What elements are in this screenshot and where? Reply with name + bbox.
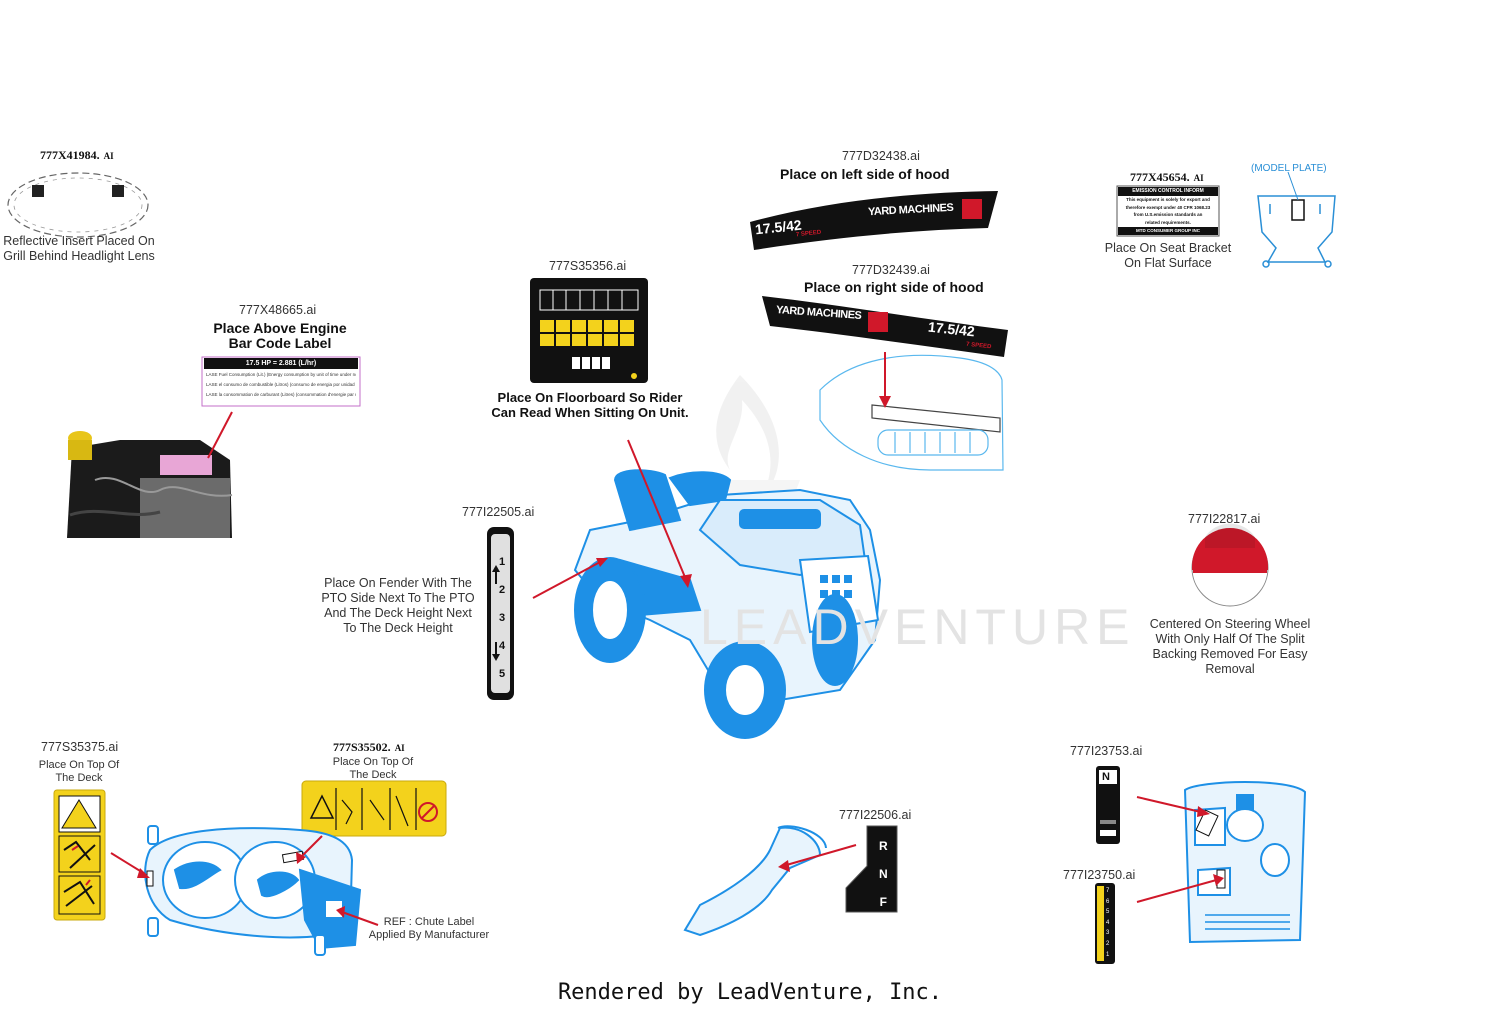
part-title-32439: Place on right side of hood (804, 279, 984, 295)
right-hood-decal (762, 296, 1008, 357)
neutral-label-letter: N (1102, 771, 1110, 783)
part-code-48665: 777X48665.ai (239, 303, 317, 317)
engine-photo (67, 431, 233, 538)
part-code-32438: 777D32438.ai (842, 149, 920, 163)
left-decal-speed: 7 SPEED (795, 229, 822, 239)
right-decal-speed: 7 SPEED (965, 341, 992, 351)
part-code-35502: 777S35502.AI (333, 740, 405, 754)
part-code-41984: 777X41984.AI (40, 148, 114, 162)
part-code-32439: 777D32439.ai (852, 263, 930, 277)
floorboard-control-label (530, 278, 648, 383)
model-plate-label: (MODEL PLATE) (1251, 163, 1327, 174)
part-code-23750: 777I23750.ai (1063, 868, 1136, 882)
control-panel-drawing (1183, 781, 1307, 944)
footer-credit: Rendered by LeadVenture, Inc. (557, 980, 943, 1005)
part-code-22505: 777I22505.ai (462, 505, 535, 519)
left-hood-decal (750, 191, 998, 250)
engine-label-rating: 17.5 HP = 2.881 (L/hr) (245, 360, 317, 367)
part-code-22817: 777I22817.ai (1188, 512, 1261, 526)
deck-warning-label-vertical (53, 789, 106, 921)
fender-pedal-drawing (683, 825, 827, 937)
seat-bracket-drawing (1257, 195, 1336, 268)
part-code-35356: 777S35356.ai (549, 259, 627, 273)
part-code-45654: 777X45654.AI (1130, 170, 1204, 184)
part-code-23753: 777I23753.ai (1070, 744, 1143, 758)
emission-label-title: EMISSION CONTROL INFORM (1132, 188, 1204, 194)
shift-plate-label (845, 825, 898, 913)
reflective-insert-drawing (7, 172, 149, 238)
part-code-35375: 777S35375.ai (41, 740, 119, 754)
emission-control-label (1116, 185, 1220, 237)
hood-outline-drawing (819, 354, 1004, 471)
speed-selector-label (1095, 883, 1115, 964)
steering-wheel-badge (1191, 523, 1269, 607)
mower-deck-drawing (144, 825, 362, 956)
emission-label-footer: MTD CONSUMER GROUP INC (1136, 228, 1200, 233)
deck-height-strip-label (487, 527, 514, 700)
engine-label-rows: LASE Fuel Consumption (Lit.) (Energy con… (206, 372, 356, 397)
neutral-control-label (1096, 766, 1120, 844)
engine-bar-code-label (201, 356, 361, 407)
deck-warning-label-horizontal (301, 780, 447, 837)
part-title-32438: Place on left side of hood (780, 166, 950, 182)
riding-mower-drawing (573, 469, 882, 739)
part-code-22506: 777I22506.ai (839, 808, 912, 822)
watermark-text: LEADVENTURE (700, 599, 1136, 655)
